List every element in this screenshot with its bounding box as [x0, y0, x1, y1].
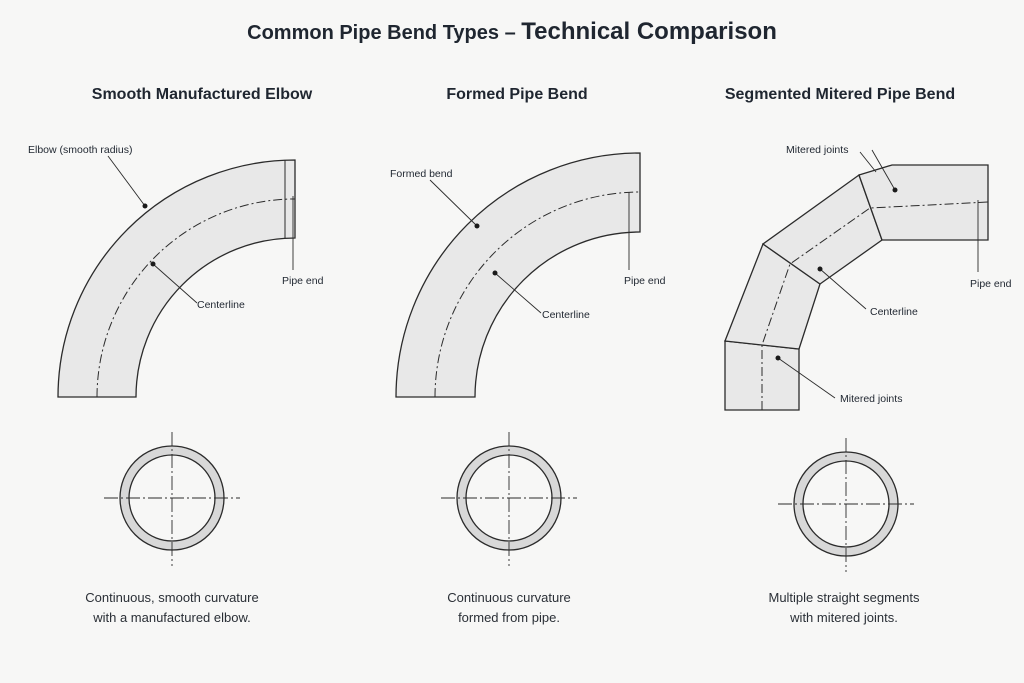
mitered-bend-drawing: Mitered joints Centerline Pipe end Miter…: [724, 144, 1012, 411]
leader-dot: [817, 266, 823, 272]
leader-formed-bend: [429, 179, 478, 227]
label-pipe-end: Pipe end: [970, 278, 1012, 290]
label-mitered-joints-bottom: Mitered joints: [840, 393, 902, 405]
cross-section-mitered: [778, 438, 914, 572]
leader-centerline: [494, 272, 542, 314]
leader-dot: [150, 261, 156, 267]
leader-mitered-bottom: [777, 357, 836, 399]
title-part-2: Technical Comparison: [521, 18, 777, 45]
caption-mitered-bend: Multiple straight segments with mitered …: [674, 588, 1014, 628]
label-elbow-smooth-radius: Elbow (smooth radius): [28, 144, 132, 156]
formed-bend-pipe: [395, 152, 641, 398]
cross-section-formed: [441, 432, 577, 566]
heading-smooth-elbow: Smooth Manufactured Elbow: [91, 86, 313, 103]
caption-line: with mitered joints.: [790, 610, 898, 625]
caption-formed-bend: Continuous curvature formed from pipe.: [339, 588, 679, 628]
label-mitered-joints-top: Mitered joints: [786, 144, 848, 156]
label-centerline: Centerline: [542, 309, 590, 321]
title-part-1: Common Pipe Bend Types –: [247, 22, 522, 44]
leader-dot: [775, 355, 781, 361]
label-centerline: Centerline: [197, 299, 245, 311]
leader-dot: [142, 203, 148, 209]
label-pipe-end: Pipe end: [624, 275, 666, 287]
leader-centerline: [152, 263, 198, 304]
leader-mitered-top: [871, 149, 896, 191]
caption-line: Continuous, smooth curvature: [85, 590, 259, 605]
caption-line: Continuous curvature: [447, 590, 571, 605]
caption-line: formed from pipe.: [458, 610, 560, 625]
leader-dot: [474, 223, 480, 229]
caption-smooth-elbow: Continuous, smooth curvature with a manu…: [2, 588, 342, 628]
leader-dot: [892, 187, 898, 193]
smooth-elbow-centerline: [96, 198, 296, 398]
label-pipe-end: Pipe end: [282, 275, 324, 287]
cross-section-smooth: [104, 432, 240, 566]
leader-mitered-top: [859, 151, 877, 173]
label-formed-bend: Formed bend: [390, 168, 453, 180]
label-centerline: Centerline: [870, 306, 918, 318]
heading-formed-bend: Formed Pipe Bend: [446, 86, 588, 103]
caption-line: with a manufactured elbow.: [93, 610, 251, 625]
leader-dot: [492, 270, 498, 276]
formed-bend-centerline: [434, 191, 641, 398]
page-title: Common Pipe Bend Types – Technical Compa…: [0, 18, 1024, 46]
smooth-elbow-drawing: Elbow (smooth radius) Centerline Pipe en…: [28, 144, 324, 398]
smooth-elbow-pipe: [57, 159, 296, 398]
heading-mitered-bend: Segmented Mitered Pipe Bend: [724, 86, 956, 103]
caption-line: Multiple straight segments: [768, 590, 920, 605]
formed-bend-drawing: Formed bend Centerline Pipe end: [390, 152, 666, 398]
leader-elbow-main: [107, 155, 146, 207]
leader-centerline: [819, 268, 867, 310]
